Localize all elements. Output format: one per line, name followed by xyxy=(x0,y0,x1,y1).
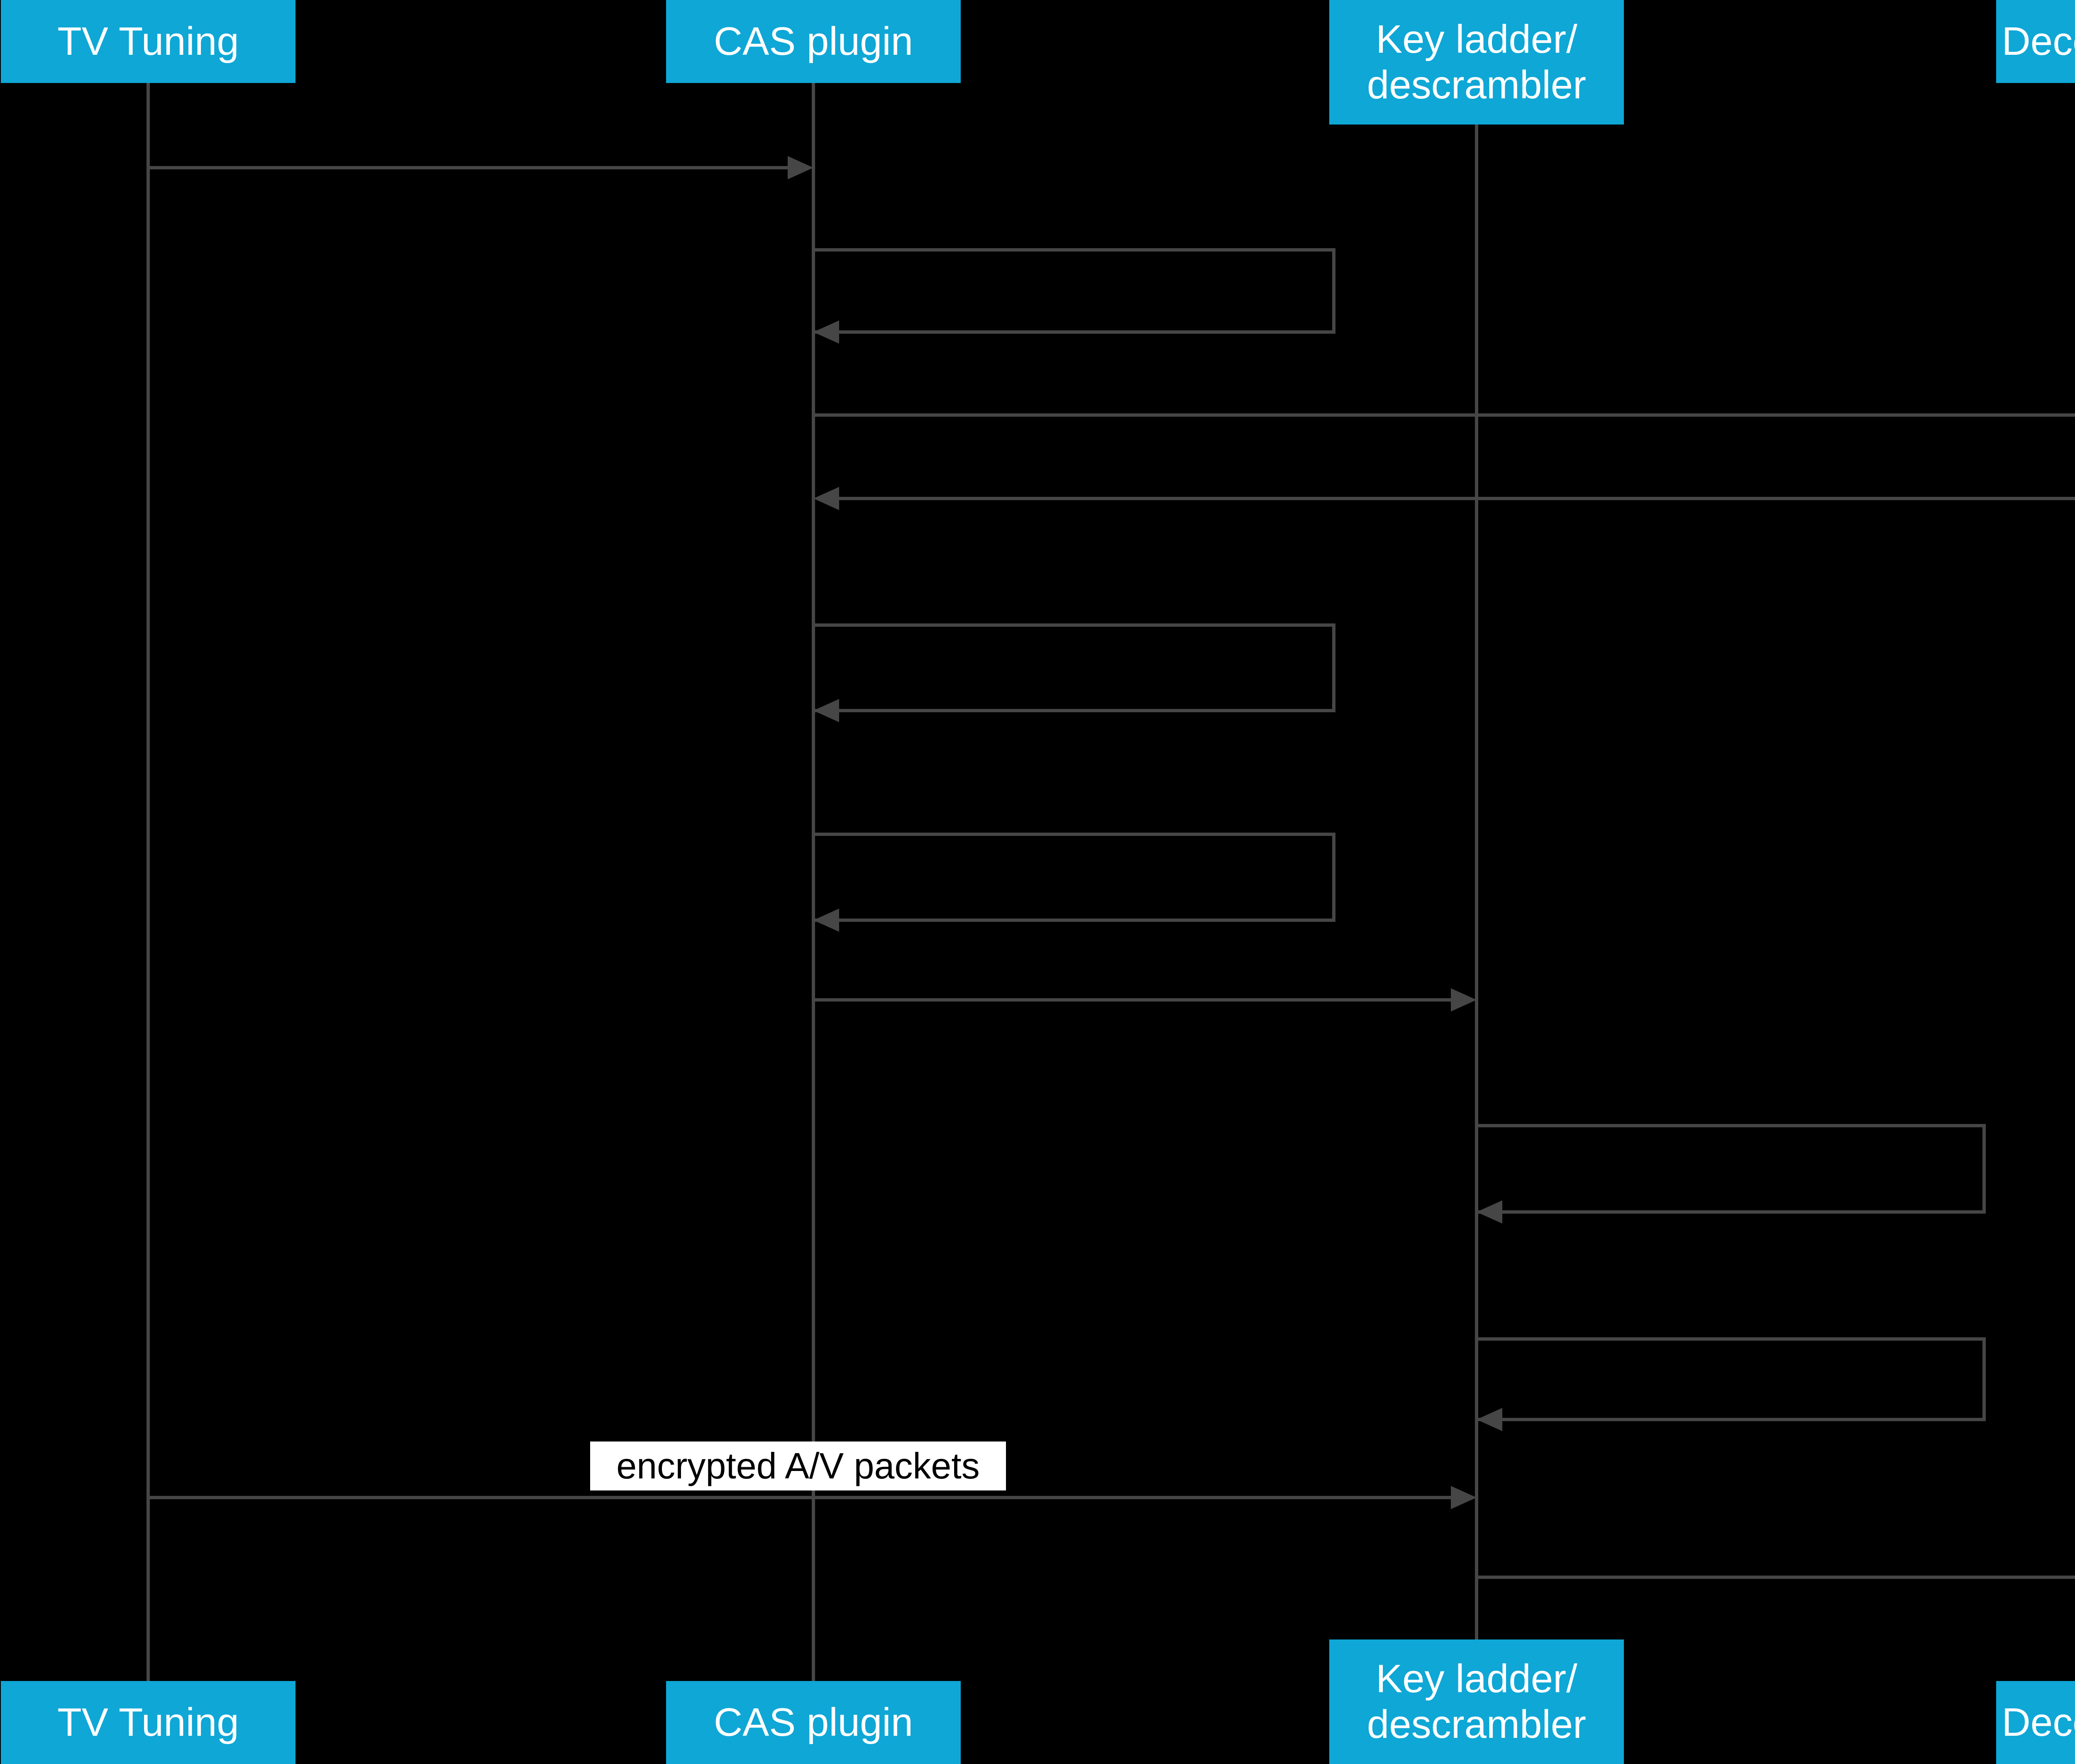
message-arrow xyxy=(148,1496,1455,1499)
participant-label: Key ladder/ descrambler xyxy=(1367,17,1587,107)
message-label: encrypted A/V packets xyxy=(590,1441,1006,1490)
arrowhead-icon xyxy=(813,699,839,722)
self-message-arrow xyxy=(813,833,1335,922)
participant-tv-tuning-top: TV Tuning xyxy=(1,0,295,83)
participant-label: CAS plugin xyxy=(713,1700,913,1744)
arrowhead-icon xyxy=(1477,1408,1502,1431)
self-message-arrow xyxy=(1477,1337,1986,1421)
arrowhead-icon xyxy=(813,909,839,932)
participant-label: Key ladder/ descrambler xyxy=(1367,1656,1587,1747)
participant-tv-tuning-bottom: TV Tuning xyxy=(1,1681,295,1764)
participant-key-ladder-top: Key ladder/ descrambler xyxy=(1329,0,1624,125)
lifeline-tv-tuning xyxy=(146,83,150,1681)
arrowhead-icon xyxy=(1451,1486,1477,1509)
participant-decode-display-bottom: Decode, display xyxy=(1996,1681,2075,1764)
lifeline-key-ladder xyxy=(1475,125,1478,1639)
self-message-arrow xyxy=(813,623,1335,712)
participant-label: CAS plugin xyxy=(713,19,913,64)
message-arrow xyxy=(813,998,1455,1002)
message-arrow xyxy=(1477,1576,2075,1579)
participant-decode-display-top: Decode, display xyxy=(1996,0,2075,83)
message-arrow xyxy=(835,497,2075,500)
participant-cas-plugin-top: CAS plugin xyxy=(666,0,961,83)
participant-label: Decode, display xyxy=(2002,19,2075,64)
participant-key-ladder-bottom: Key ladder/ descrambler xyxy=(1329,1639,1624,1764)
message-arrow xyxy=(813,413,2075,417)
arrowhead-icon xyxy=(813,320,839,344)
arrowhead-icon xyxy=(1477,1200,1502,1224)
message-arrow xyxy=(148,166,792,169)
participant-label: TV Tuning xyxy=(57,19,239,64)
arrowhead-icon xyxy=(1451,988,1477,1011)
self-message-arrow xyxy=(813,248,1335,334)
arrowhead-icon xyxy=(788,156,813,179)
self-message-arrow xyxy=(1477,1124,1986,1214)
participant-cas-plugin-bottom: CAS plugin xyxy=(666,1681,961,1764)
arrowhead-icon xyxy=(813,487,839,510)
participant-label: TV Tuning xyxy=(57,1700,239,1744)
lifeline-cas-plugin xyxy=(812,83,815,1681)
participant-label: Decode, display xyxy=(2002,1700,2075,1744)
